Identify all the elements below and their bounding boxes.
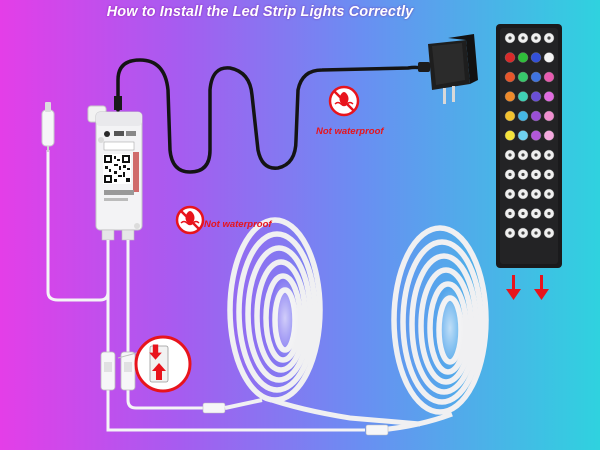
remote-button: [517, 130, 529, 141]
remote-button-symbol: [534, 231, 538, 235]
not-waterproof-label-1: Not waterproof: [316, 126, 384, 137]
not-waterproof-label-2: Not waterproof: [204, 219, 272, 230]
remote-button: [517, 52, 529, 63]
qr-code-icon: [103, 154, 131, 184]
remote-button: [543, 52, 555, 63]
remote-button-symbol: [534, 211, 538, 216]
remote-button-symbol: [547, 153, 551, 157]
remote-button-symbol: [508, 231, 512, 235]
power-adapter-icon: [418, 34, 478, 104]
led-strip-reel-2-icon: [379, 225, 489, 433]
remote-button: [530, 71, 542, 83]
page-title: How to Install the Led Strip Lights Corr…: [106, 4, 414, 20]
down-arrow-icon-remote-left: [506, 275, 521, 300]
remote-button-grid: [504, 32, 555, 239]
down-arrow-icon-remote-right: [534, 275, 549, 300]
remote-button: [504, 130, 516, 141]
inline-connector-left: [100, 351, 116, 391]
power-cable: [116, 58, 426, 174]
remote-button-symbol: [547, 231, 551, 235]
remote-button: [530, 91, 542, 102]
no-water-icon-2: [175, 205, 205, 235]
remote-button: [530, 52, 542, 63]
remote-button-symbol: [508, 36, 512, 40]
remote-button-symbol: [508, 153, 512, 157]
remote-button: [517, 71, 529, 83]
remote-button: [504, 91, 516, 102]
output-cable-2: [126, 240, 205, 410]
remote-button-symbol: [521, 36, 525, 40]
strip-connector-2: [365, 424, 389, 436]
up-arrow-icon: [152, 363, 166, 380]
no-water-icon: [328, 85, 360, 117]
remote-button: [543, 130, 555, 141]
remote-button-symbol: [547, 211, 551, 216]
remote-button: [517, 91, 529, 102]
remote-button: [543, 71, 555, 83]
controller-box: [87, 96, 143, 241]
connector-detail-zoom: [117, 335, 192, 393]
remote-button-symbol: [534, 172, 538, 177]
remote-button: [504, 110, 516, 122]
remote-control-icon: [496, 24, 562, 268]
remote-button-symbol: [521, 172, 525, 177]
remote-button-symbol: [547, 192, 551, 196]
output-cable-1: [106, 240, 365, 432]
remote-button-symbol: [508, 172, 512, 177]
remote-button: [530, 130, 542, 141]
remote-button-symbol: [534, 36, 538, 40]
inline-connector-right: [120, 351, 136, 391]
remote-button-symbol: [521, 231, 525, 235]
remote-button: [543, 91, 555, 102]
remote-button: [504, 71, 516, 83]
remote-button-symbol: [547, 172, 551, 177]
led-strip-reel-icon: [227, 217, 421, 427]
down-arrow-icon: [149, 344, 162, 360]
remote-button: [517, 110, 529, 122]
remote-button-symbol: [521, 153, 525, 157]
remote-button-symbol: [508, 192, 512, 196]
remote-button-symbol: [534, 192, 538, 196]
remote-button-symbol: [508, 211, 512, 216]
remote-button-symbol: [521, 211, 525, 216]
remote-button: [530, 110, 542, 122]
remote-button-symbol: [521, 192, 525, 196]
remote-button-symbol: [534, 153, 538, 157]
remote-button: [504, 52, 516, 63]
remote-button-symbol: [547, 36, 551, 40]
strip-connector-1: [202, 402, 226, 414]
dc-plug: [41, 102, 55, 152]
remote-button: [543, 110, 555, 122]
